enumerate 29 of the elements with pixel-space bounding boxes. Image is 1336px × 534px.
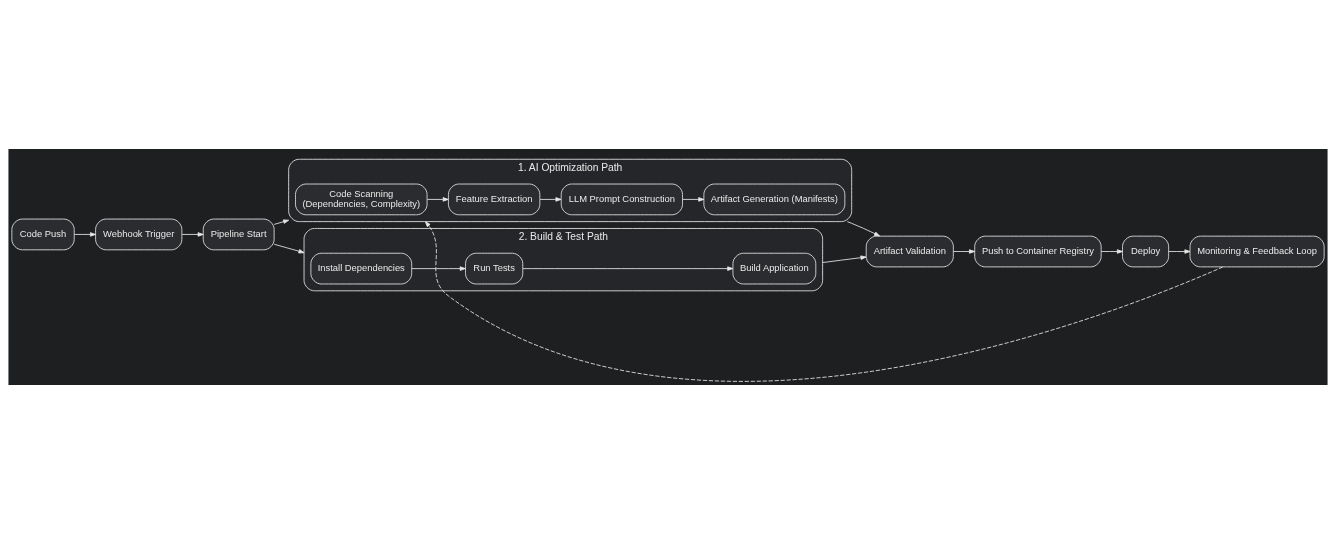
arrow: [424, 221, 1224, 382]
arrow: [181, 232, 204, 237]
arrow: [953, 249, 975, 254]
node-box: LLM Prompt Construction: [560, 183, 683, 216]
node-box: Code Push: [11, 218, 75, 251]
node-box: Pipeline Start: [202, 218, 275, 251]
node-box: Artifact Validation: [865, 235, 954, 268]
node-box: Run Tests: [465, 252, 524, 285]
arrow: [522, 266, 734, 271]
node-box: Monitoring & Feedback Loop: [1189, 235, 1325, 268]
arrow: [822, 255, 867, 263]
arrow: [682, 197, 705, 202]
arrow: [73, 232, 96, 237]
node-box: Webhook Trigger: [95, 218, 183, 251]
node-box: Install Dependencies: [310, 252, 413, 285]
node-box: Artifact Generation (Manifests): [703, 183, 846, 216]
node-box: Feature Extraction: [448, 183, 541, 216]
arrow: [846, 221, 881, 237]
arrow: [1100, 249, 1123, 254]
arrow: [273, 219, 290, 225]
arrow: [411, 266, 466, 271]
node-box: Deploy: [1122, 235, 1170, 268]
arrow: [426, 197, 449, 202]
node-box: Code Scanning (Dependencies, Complexity): [295, 183, 428, 216]
arrow: [539, 197, 562, 202]
arrow: [273, 243, 305, 254]
node-box: Push to Container Registry: [974, 235, 1102, 268]
node-box: Build Application: [732, 252, 817, 285]
arrow: [1168, 249, 1191, 254]
